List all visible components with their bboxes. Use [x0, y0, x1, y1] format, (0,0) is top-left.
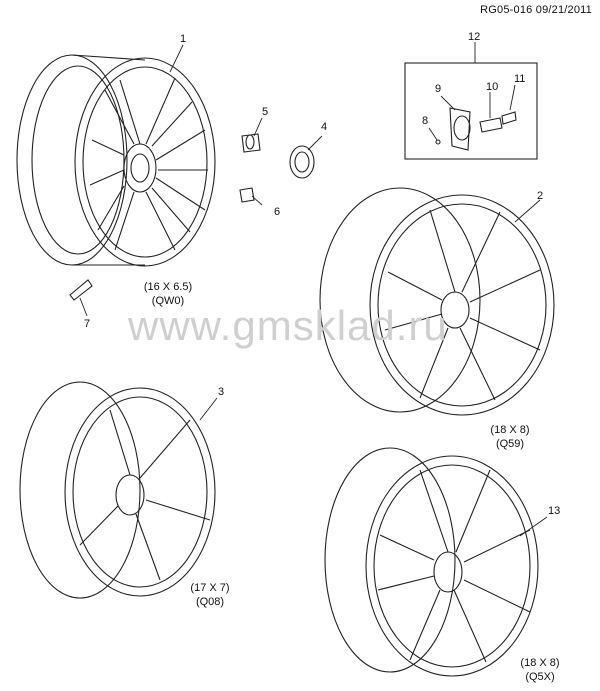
callout-8: 8 — [422, 115, 429, 127]
callout-9: 9 — [435, 83, 442, 95]
callout-3: 3 — [218, 386, 225, 398]
callout-4: 4 — [321, 121, 328, 133]
wheel-2-label: (18 X 8) (Q59) — [470, 423, 550, 451]
callout-10: 10 — [486, 81, 499, 93]
wheel-1-size: (16 X 6.5) — [143, 281, 193, 293]
callout-6: 6 — [274, 206, 281, 218]
wheel-13-code: (Q5X) — [525, 671, 555, 683]
tpms-sensor-kit — [404, 62, 538, 160]
wheel-3-size: (17 X 7) — [190, 582, 230, 594]
leader-lines — [79, 42, 548, 537]
watermark: www.gmsklad.ru — [128, 302, 448, 349]
lug-nut-cap-6 — [239, 187, 255, 203]
wheel-3-label: (17 X 7) (Q08) — [170, 581, 250, 609]
wheel-3-illustration — [19, 381, 216, 599]
callout-13: 13 — [548, 505, 561, 517]
diagram-code: RG05-016 09/21/2011 — [480, 4, 592, 16]
callout-1: 1 — [180, 33, 187, 45]
callout-11: 11 — [514, 73, 526, 85]
lug-nut-5 — [241, 133, 261, 153]
wheel-1-code: (QW0) — [151, 295, 185, 307]
wheel-2-size: (18 X 8) — [490, 424, 530, 436]
callout-7: 7 — [84, 318, 91, 330]
callout-5: 5 — [262, 106, 269, 118]
wheel-2-code: (Q59) — [495, 438, 525, 450]
callout-2: 2 — [537, 190, 544, 202]
wheel-13-size: (18 X 8) — [520, 657, 560, 669]
wheel-1-label: (16 X 6.5) (QW0) — [128, 280, 208, 308]
wheel-13-label: (18 X 8) (Q5X) — [500, 656, 580, 684]
valve-stem-7 — [69, 279, 93, 301]
wheel-3-code: (Q08) — [195, 596, 225, 608]
center-cap-4 — [289, 145, 315, 179]
wheel-1-illustration — [16, 54, 216, 267]
wheel-2-illustration — [319, 187, 555, 416]
callout-12: 12 — [468, 31, 481, 43]
wheel-13-illustration — [324, 447, 539, 677]
